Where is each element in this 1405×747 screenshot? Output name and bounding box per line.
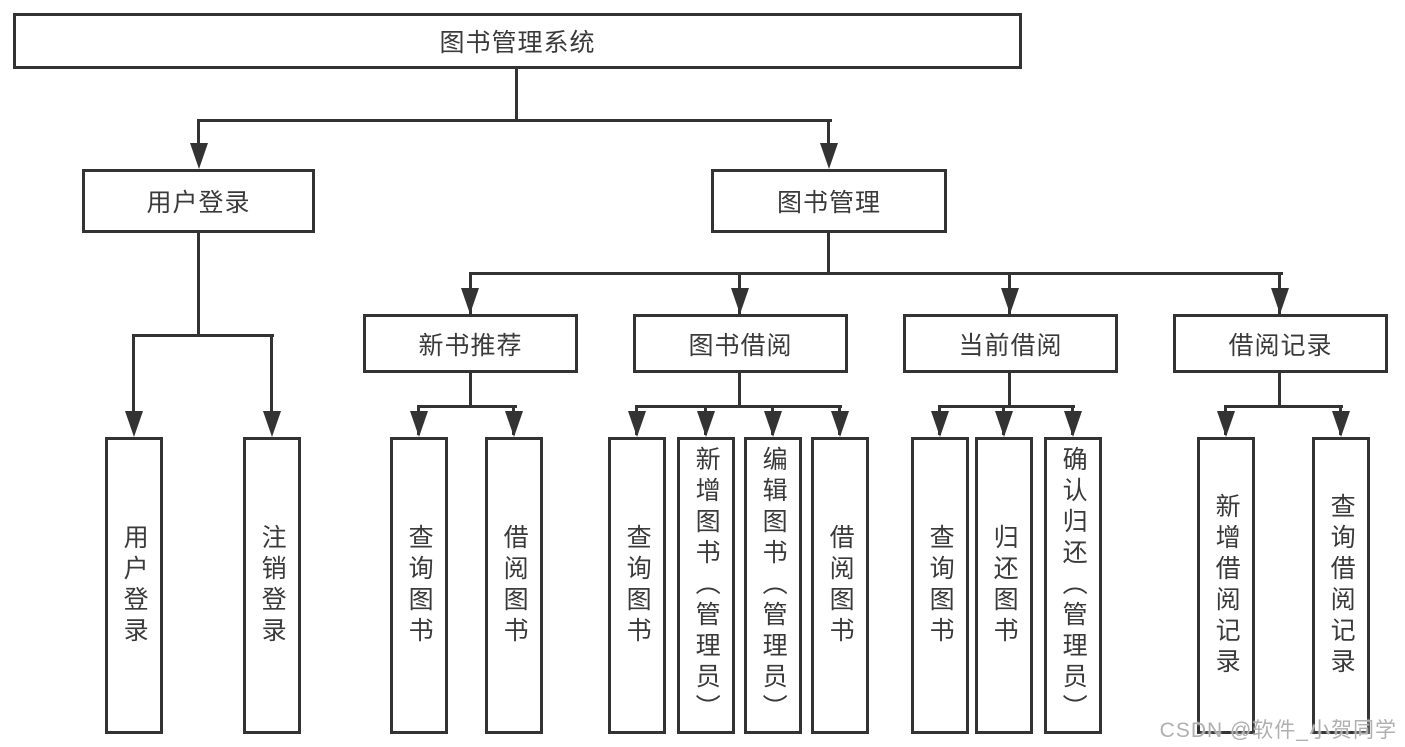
node-label: 查询图书	[405, 523, 434, 648]
arrow-down-icon	[995, 411, 1013, 437]
connector-line	[1008, 373, 1011, 405]
node-label: 查询图书	[926, 523, 955, 648]
leaf-confirm-return-admin: 确认归还（管理员）	[1044, 437, 1102, 734]
node-current-borrow: 当前借阅	[903, 314, 1118, 373]
arrow-down-icon	[263, 411, 281, 437]
node-label: 借阅图书	[826, 523, 855, 648]
connector-line	[515, 69, 518, 119]
connector-line	[469, 272, 1283, 275]
arrow-down-icon	[410, 411, 428, 437]
node-label: 图书管理系统	[439, 29, 596, 57]
node-label: 新书推荐	[418, 331, 523, 360]
leaf-add-borrow-record: 新增借阅记录	[1197, 437, 1255, 734]
connector-line	[270, 334, 273, 415]
node-label: 图书管理	[776, 189, 881, 217]
leaf-return-books: 归还图书	[975, 437, 1033, 734]
leaf-query-books: 查询图书	[608, 437, 666, 734]
arrow-down-icon	[1064, 411, 1082, 437]
connector-line	[827, 233, 830, 272]
leaf-borrow-books: 借阅图书	[811, 437, 869, 734]
arrow-down-icon	[731, 288, 749, 314]
arrow-down-icon	[628, 411, 646, 437]
arrow-down-icon	[931, 411, 949, 437]
arrow-down-icon	[461, 288, 479, 314]
leaf-add-books-admin: 新增图书（管理员）	[677, 437, 735, 734]
connector-line	[635, 405, 842, 408]
node-label: 借阅记录	[1228, 331, 1333, 360]
node-label: 用户登录	[120, 523, 149, 648]
arrow-down-icon	[1217, 411, 1235, 437]
arrow-down-icon	[764, 411, 782, 437]
arrow-down-icon	[125, 411, 143, 437]
connector-line	[417, 405, 517, 408]
node-borrow-records: 借阅记录	[1173, 314, 1388, 373]
connector-line	[827, 119, 830, 147]
arrow-down-icon	[697, 411, 715, 437]
connector-line	[197, 119, 832, 122]
arrow-down-icon	[1001, 288, 1019, 314]
node-label: 用户登录	[146, 189, 251, 217]
node-label: 注销登录	[258, 523, 287, 648]
leaf-query-books: 查询图书	[911, 437, 969, 734]
node-label: 编辑图书（管理员）	[759, 446, 788, 725]
leaf-borrow-books: 借阅图书	[485, 437, 543, 734]
node-root-system: 图书管理系统	[13, 13, 1022, 69]
connector-line	[1278, 373, 1281, 405]
node-user-login: 用户登录	[82, 169, 315, 233]
connector-line	[469, 373, 472, 405]
node-label: 新增借阅记录	[1212, 492, 1241, 679]
arrow-down-icon	[190, 143, 208, 169]
connector-line	[197, 119, 200, 147]
leaf-query-books: 查询图书	[390, 437, 448, 734]
connector-line	[132, 334, 135, 415]
node-label: 归还图书	[990, 523, 1019, 648]
arrow-down-icon	[1271, 288, 1289, 314]
node-label: 借阅图书	[500, 523, 529, 648]
node-book-borrow: 图书借阅	[633, 314, 848, 373]
arrow-down-icon	[820, 143, 838, 169]
node-book-management: 图书管理	[711, 169, 947, 233]
arrow-down-icon	[831, 411, 849, 437]
node-label: 查询图书	[623, 523, 652, 648]
node-label: 查询借阅记录	[1327, 492, 1356, 679]
connector-line	[938, 405, 1075, 408]
node-new-book-recommend: 新书推荐	[363, 314, 578, 373]
node-label: 确认归还（管理员）	[1059, 446, 1088, 725]
leaf-edit-books-admin: 编辑图书（管理员）	[744, 437, 802, 734]
leaf-logout: 注销登录	[243, 437, 301, 734]
connector-line	[132, 334, 274, 337]
leaf-query-borrow-record: 查询借阅记录	[1312, 437, 1370, 734]
csdn-watermark: CSDN @软件_小贺同学	[1159, 719, 1397, 742]
connector-line	[1224, 405, 1343, 408]
connector-line	[738, 373, 741, 405]
node-label: 新增图书（管理员）	[692, 446, 721, 725]
leaf-user-login: 用户登录	[105, 437, 163, 734]
node-label: 当前借阅	[958, 331, 1063, 360]
arrow-down-icon	[1332, 411, 1350, 437]
connector-line	[197, 233, 200, 334]
arrow-down-icon	[505, 411, 523, 437]
node-label: 图书借阅	[688, 331, 793, 360]
